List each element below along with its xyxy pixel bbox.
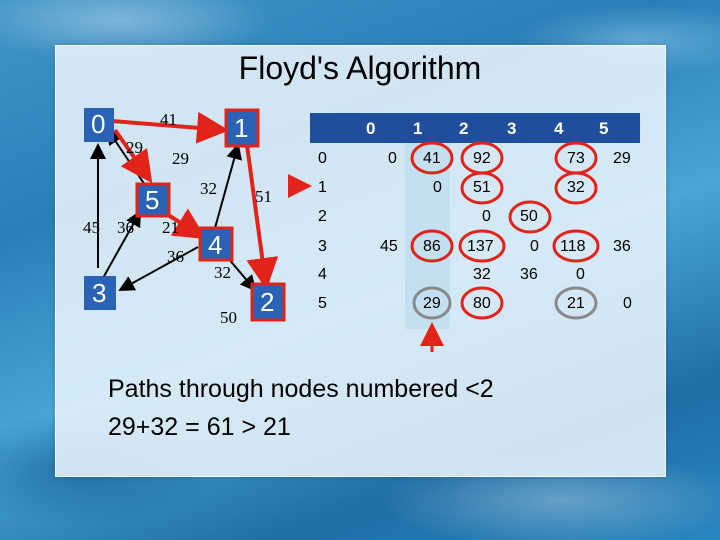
row-header-4: 4 bbox=[318, 266, 327, 283]
cell-circle-3-4 bbox=[552, 229, 600, 263]
node-1-label: 1 bbox=[234, 113, 248, 143]
node-2-label: 2 bbox=[260, 287, 274, 317]
node-5: 5 bbox=[135, 182, 171, 218]
col-header-5: 5 bbox=[599, 119, 609, 138]
edge-3-5 bbox=[102, 210, 141, 279]
matrix-cell: 92 bbox=[473, 150, 491, 167]
matrix-cell: 36 bbox=[613, 238, 631, 255]
node-0-label: 0 bbox=[91, 109, 105, 139]
edge-label-1-4: 32 bbox=[200, 179, 217, 198]
edge-label-5-4: 21 bbox=[162, 218, 179, 237]
matrix-cell: 32 bbox=[567, 179, 585, 196]
matrix-cell: 36 bbox=[520, 266, 538, 283]
edge-4-3 bbox=[118, 246, 199, 291]
matrix-cell: 0 bbox=[433, 179, 442, 196]
edge-1-2 bbox=[245, 144, 279, 290]
edge-label-0-3: 45 bbox=[83, 218, 100, 237]
cell-circle-0-1 bbox=[410, 141, 454, 175]
matrix-cell: 80 bbox=[473, 295, 491, 312]
matrix-cell: 0 bbox=[482, 208, 491, 225]
edge-label-4-3: 36 bbox=[167, 247, 184, 266]
edge-label-0-5: 29 bbox=[126, 138, 143, 157]
row-header-1: 1 bbox=[318, 179, 327, 196]
node-3-label: 3 bbox=[92, 278, 106, 308]
explanation-line-1: Paths through nodes numbered <2 bbox=[108, 375, 494, 403]
matrix-cell: 137 bbox=[467, 238, 494, 255]
matrix-cell: 73 bbox=[567, 150, 585, 167]
matrix-cell: 0 bbox=[530, 238, 539, 255]
edge-0-1 bbox=[111, 111, 229, 144]
edge-5-4 bbox=[163, 208, 207, 240]
matrix-cell: 41 bbox=[423, 150, 441, 167]
matrix-cell: 86 bbox=[423, 238, 441, 255]
matrix-header-bar bbox=[310, 113, 640, 143]
matrix-cell: 0 bbox=[576, 266, 585, 283]
cell-circle-1-4 bbox=[554, 171, 598, 205]
cell-circle-5-1-gray bbox=[412, 286, 452, 320]
edge-label-1-2: 51 bbox=[255, 187, 272, 206]
edge-label-0-1: 41 bbox=[160, 110, 177, 129]
matrix-cell: 32 bbox=[473, 266, 491, 283]
matrix-cell: 118 bbox=[560, 238, 586, 255]
matrix-cell: 21 bbox=[567, 295, 585, 312]
node-1: 1 bbox=[224, 108, 260, 148]
col-header-1: 1 bbox=[413, 119, 423, 138]
edge-label-5-0: 29 bbox=[172, 149, 189, 168]
col-header-3: 3 bbox=[507, 119, 517, 138]
matrix-cell: 45 bbox=[380, 238, 398, 255]
edge-label-4-1: 32 bbox=[214, 263, 231, 282]
matrix-cell: 0 bbox=[388, 150, 397, 167]
matrix-cell: 0 bbox=[623, 295, 632, 312]
matrix-cell: 29 bbox=[423, 295, 441, 312]
col-header-0: 0 bbox=[366, 119, 376, 138]
edge-label-4-2: 50 bbox=[220, 308, 237, 327]
edge-4-1 bbox=[214, 143, 242, 229]
row-header-5: 5 bbox=[318, 295, 327, 312]
node-5-label: 5 bbox=[145, 185, 159, 215]
matrix-cell: 29 bbox=[613, 150, 631, 167]
col-header-2: 2 bbox=[459, 119, 469, 138]
cell-circle-2-3 bbox=[508, 200, 552, 234]
edge-label-3-5: 36 bbox=[117, 218, 134, 237]
row-header-0: 0 bbox=[318, 150, 327, 167]
page-title: Floyd's Algorithm bbox=[238, 50, 482, 86]
node-4: 4 bbox=[198, 226, 234, 262]
cell-circle-5-2 bbox=[460, 286, 504, 320]
cell-circle-1-2 bbox=[460, 171, 504, 205]
matrix-cell: 51 bbox=[473, 179, 491, 196]
cell-circle-5-4-gray bbox=[554, 286, 598, 320]
row-header-3: 3 bbox=[318, 238, 327, 255]
explanation-line-2: 29+32 = 61 > 21 bbox=[108, 413, 291, 441]
cell-circle-3-2 bbox=[458, 229, 506, 263]
node-3: 3 bbox=[84, 276, 116, 310]
matrix-cell: 50 bbox=[520, 208, 538, 225]
row-header-2: 2 bbox=[318, 208, 327, 225]
col-header-4: 4 bbox=[554, 119, 564, 138]
node-4-label: 4 bbox=[208, 230, 222, 260]
node-2: 2 bbox=[250, 282, 286, 322]
cell-circle-3-1 bbox=[410, 229, 454, 263]
edge-0-5 bbox=[113, 128, 153, 184]
node-0: 0 bbox=[84, 108, 114, 142]
